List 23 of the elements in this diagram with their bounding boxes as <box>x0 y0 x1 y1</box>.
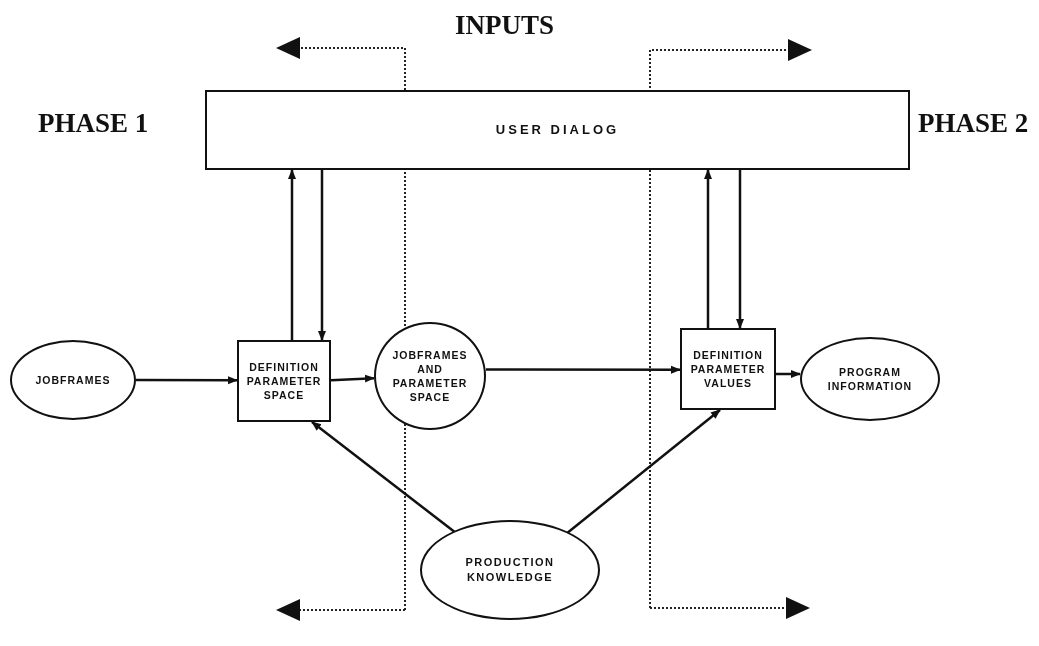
node-label: USER DIALOG <box>494 121 621 139</box>
arrow <box>776 369 801 378</box>
process-box <box>205 90 910 170</box>
arrow <box>486 365 681 374</box>
arrow <box>288 169 296 340</box>
phase-label: PHASE 1 <box>38 108 149 139</box>
node-label: JOBFRAMES <box>34 372 112 388</box>
node-label: PRODUCTION KNOWLEDGE <box>464 555 556 585</box>
arrow <box>318 170 326 341</box>
node-label: JOBFRAMES AND PARAMETER SPACE <box>391 347 469 405</box>
node-label: DEFINITION PARAMETER VALUES <box>689 347 767 391</box>
process-box <box>237 340 331 422</box>
node-label: PROGRAM INFORMATION <box>826 364 914 394</box>
arrow <box>704 169 712 328</box>
phase-label: PHASE 2 <box>918 108 1029 139</box>
heading: INPUTS <box>455 10 555 41</box>
node-label: DEFINITION PARAMETER SPACE <box>245 359 323 403</box>
arrow <box>330 374 375 383</box>
process-box <box>680 328 776 410</box>
arrow <box>565 409 721 535</box>
arrow <box>736 170 744 329</box>
arrow <box>136 376 238 385</box>
arrow <box>311 421 457 534</box>
